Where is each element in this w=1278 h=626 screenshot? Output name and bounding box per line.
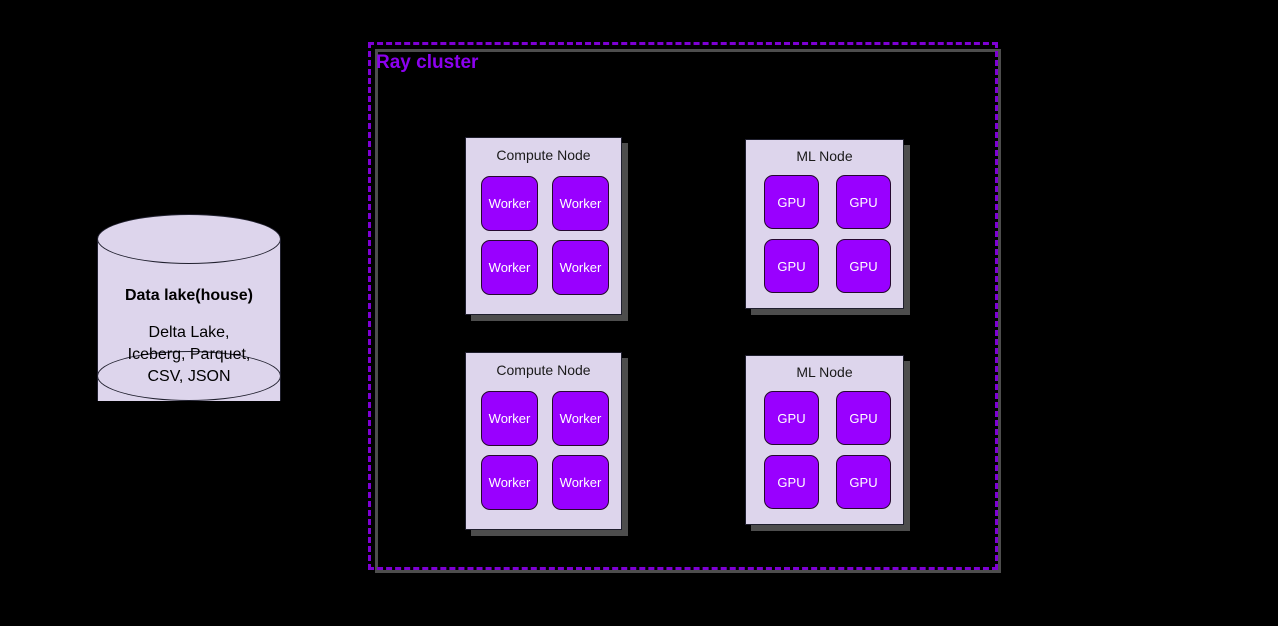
format-line-2: Iceberg, Parquet, — [127, 346, 251, 363]
ml-node-2[interactable]: ML Node GPU GPU GPU GPU — [745, 355, 904, 525]
ml-node-1[interactable]: ML Node GPU GPU GPU GPU — [745, 139, 904, 309]
ml-node-2-unit-2[interactable]: GPU — [836, 391, 891, 445]
compute-node-2-label: Compute Node — [496, 362, 591, 378]
data-lake-formats: Delta Lake, Iceberg, Parquet, CSV, JSON — [97, 322, 281, 388]
ml-node-1-label: ML Node — [796, 148, 853, 164]
ml-node-1-unit-4[interactable]: GPU — [836, 239, 891, 293]
ml-node-2-label: ML Node — [796, 364, 853, 380]
compute-node-2-unit-3[interactable]: Worker — [481, 455, 538, 510]
compute-node-1-unit-4[interactable]: Worker — [552, 240, 609, 295]
ml-node-2-unit-1[interactable]: GPU — [764, 391, 819, 445]
ml-node-2-unit-4[interactable]: GPU — [836, 455, 891, 509]
cylinder-top-ellipse — [97, 214, 281, 264]
data-lake-text: Data lake(house) Delta Lake, Iceberg, Pa… — [97, 286, 281, 388]
ml-node-1-unit-3[interactable]: GPU — [764, 239, 819, 293]
ml-node-2-unit-3[interactable]: GPU — [764, 455, 819, 509]
cylinder-bottom-ellipse — [97, 351, 281, 401]
compute-node-2-unit-4[interactable]: Worker — [552, 455, 609, 510]
format-line-3: CSV, JSON — [147, 368, 231, 385]
compute-node-1[interactable]: Compute Node Worker Worker Worker Worker — [465, 137, 622, 315]
ml-node-1-unit-1[interactable]: GPU — [764, 175, 819, 229]
compute-node-1-unit-1[interactable]: Worker — [481, 176, 538, 231]
compute-node-2[interactable]: Compute Node Worker Worker Worker Worker — [465, 352, 622, 530]
ray-cluster-shadow — [375, 49, 1001, 573]
compute-node-1-label: Compute Node — [496, 147, 591, 163]
compute-node-1-unit-2[interactable]: Worker — [552, 176, 609, 231]
compute-node-2-unit-2[interactable]: Worker — [552, 391, 609, 446]
compute-node-1-unit-3[interactable]: Worker — [481, 240, 538, 295]
data-lake-title: Data lake(house) — [124, 287, 254, 304]
ray-cluster-label: Ray cluster — [376, 52, 479, 73]
data-lake-cylinder[interactable]: Data lake(house) Delta Lake, Iceberg, Pa… — [97, 214, 281, 426]
ml-node-1-unit-2[interactable]: GPU — [836, 175, 891, 229]
format-line-1: Delta Lake, — [148, 324, 230, 341]
connector-arrows — [458, 198, 474, 486]
ray-cluster-boundary[interactable] — [368, 42, 998, 570]
compute-node-2-unit-1[interactable]: Worker — [481, 391, 538, 446]
